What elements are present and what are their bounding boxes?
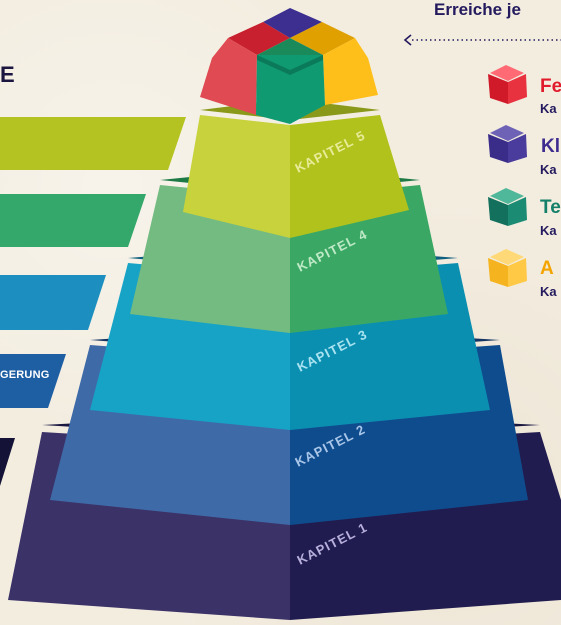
legend-subtitle-4: Ka: [540, 284, 557, 299]
side-bar-4: [0, 354, 66, 408]
purple-cube-icon: [488, 125, 527, 163]
legend-title-4: A: [540, 258, 554, 279]
side-bars: [0, 117, 186, 486]
legend-icons: [488, 65, 527, 287]
legend-title-1: Fe: [540, 76, 561, 97]
pyramid-cap: [200, 8, 378, 124]
legend-subtitle-2: Ka: [540, 162, 557, 177]
yellow-cube-icon: [488, 249, 527, 287]
section-title: E: [0, 62, 16, 87]
dotted-arrow: [403, 34, 561, 46]
side-bar-3: [0, 275, 106, 330]
legend-subtitle-1: Ka: [540, 101, 557, 116]
side-bar-2: [0, 194, 146, 247]
legend-title-3: Te: [540, 197, 561, 218]
side-bar-5: [0, 438, 15, 486]
side-bar-4-label: GERUNG: [0, 369, 50, 381]
teal-cube-icon: [488, 188, 527, 226]
legend-subtitle-3: Ka: [540, 223, 557, 238]
goal-heading: Erreiche je: [434, 0, 521, 19]
red-cube-icon: [488, 65, 527, 104]
legend-title-2: Kl: [541, 136, 560, 157]
side-bar-1: [0, 117, 186, 170]
